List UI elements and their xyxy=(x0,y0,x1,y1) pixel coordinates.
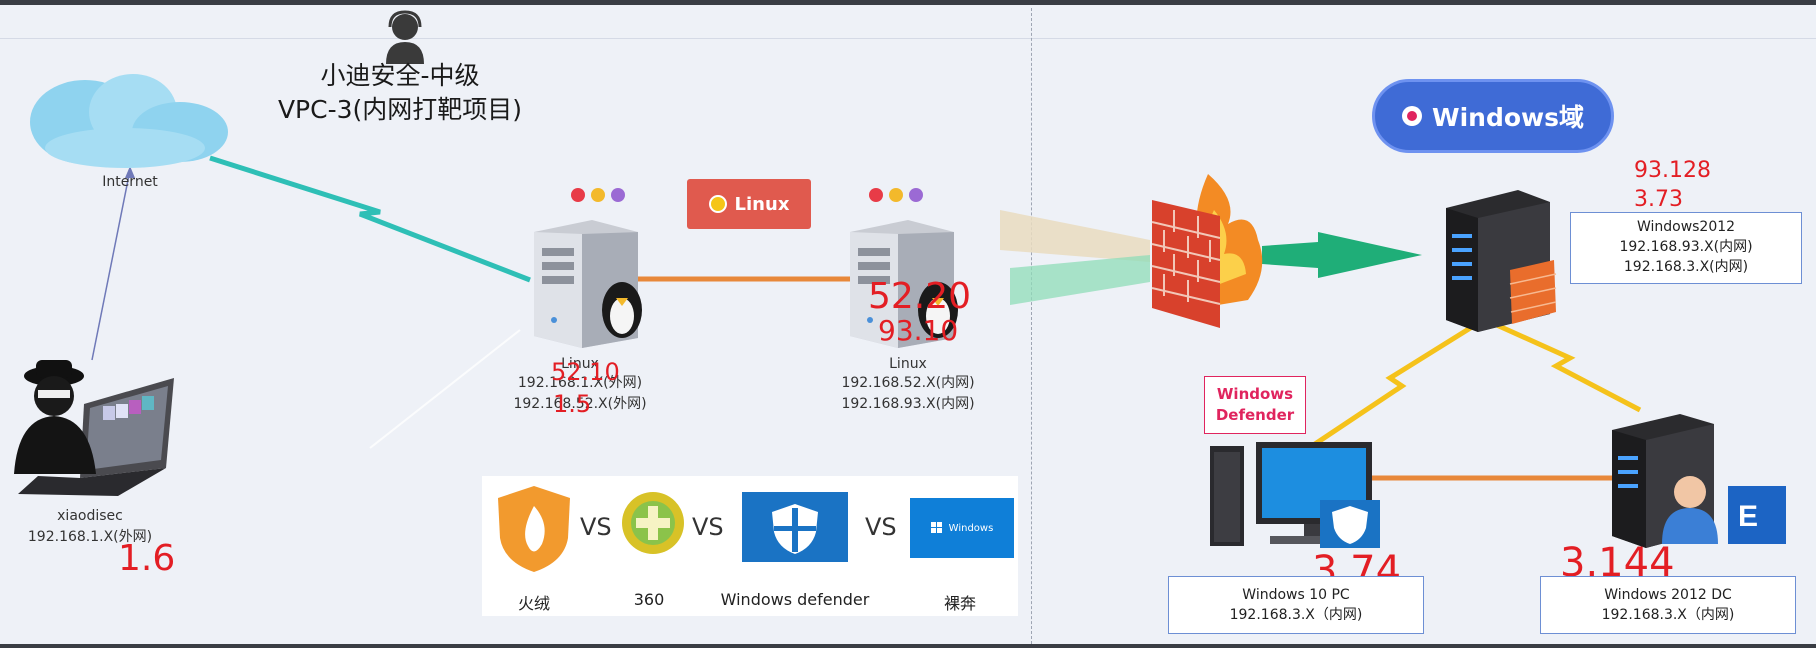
dc-info-box: Windows 2012 DC 192.168.3.X（内网) xyxy=(1540,576,1796,634)
defender-label-line1: Windows xyxy=(1216,385,1294,403)
av-label-huorong: 火绒 xyxy=(517,594,550,613)
attacker-link xyxy=(91,169,131,361)
av-label-defender: Windows defender xyxy=(720,590,870,609)
linux1-ip2: 192.168.52.X(外网) xyxy=(513,396,647,412)
dc-ip: 192.168.3.X（内网) xyxy=(1601,607,1735,623)
title-line2: VPC-3(内网打靶项目) xyxy=(277,95,523,124)
linux2-status-dots xyxy=(869,187,929,206)
linux-badge-label: Linux xyxy=(734,193,790,215)
header-rule xyxy=(0,38,1816,39)
domain-link-left xyxy=(1310,319,1482,449)
dc-server-icon: E xyxy=(1612,414,1786,548)
linux1-server-icon xyxy=(534,220,642,348)
win2012-ip2: 192.168.3.X(内网) xyxy=(1623,259,1749,275)
win2012-info-box: Windows2012 192.168.93.X(内网) 192.168.3.X… xyxy=(1570,212,1802,284)
linux-badge: Linux xyxy=(687,179,811,229)
attacker-link-arrow xyxy=(125,166,135,178)
win10-pc-icon xyxy=(1210,442,1380,548)
cloud-icon xyxy=(30,74,228,168)
av-label-360: 360 xyxy=(633,590,665,609)
internet-label: Internet xyxy=(102,174,158,190)
win2012-server-icon xyxy=(1446,190,1557,332)
linux1-status-dots xyxy=(571,187,631,206)
windows-logo-icon xyxy=(930,522,942,533)
faint-line xyxy=(369,329,521,449)
windows-defender-tile xyxy=(742,492,848,562)
firewall-icon xyxy=(1151,174,1263,328)
vs-label-3: VS xyxy=(865,513,897,541)
linux2-server-icon xyxy=(850,220,958,348)
linux2-marker2: 93.10 xyxy=(878,314,959,347)
win2012-ip1: 192.168.93.X(内网) xyxy=(1619,239,1753,255)
win10-info-box: Windows 10 PC 192.168.3.X（内网) xyxy=(1168,576,1424,634)
win2012-marker1: 93.128 xyxy=(1634,158,1711,183)
vs-label-1: VS xyxy=(580,513,612,541)
linux1-marker2: 1.5 xyxy=(553,390,592,418)
win2012-name: Windows2012 xyxy=(1636,219,1736,235)
linux2-ip2: 192.168.93.X(内网) xyxy=(841,396,975,412)
internet-link xyxy=(209,155,531,283)
dc-name: Windows 2012 DC xyxy=(1604,587,1732,603)
win2012-marker2: 3.73 xyxy=(1634,187,1683,212)
av-label-none: 裸奔 xyxy=(943,594,976,613)
windows-domain-badge-label: Windows域 xyxy=(1432,103,1584,132)
beam-tan xyxy=(1000,210,1150,262)
windows-tile-label: Windows xyxy=(948,522,994,534)
linux2-ip1: 192.168.52.X(内网) xyxy=(841,375,975,391)
linux2-label: Linux xyxy=(889,356,927,372)
360-icon xyxy=(622,492,684,554)
linux1-label: Linux xyxy=(561,356,599,372)
linux1-marker1: 52.10 xyxy=(551,358,620,386)
win10-ip: 192.168.3.X（内网) xyxy=(1229,607,1363,623)
huorong-icon xyxy=(498,486,570,572)
defender-shield-icon xyxy=(772,504,818,554)
windows-domain-badge-icon xyxy=(1402,106,1422,126)
attacker-name: xiaodisec xyxy=(57,508,123,524)
windows-domain-badge: Windows域 xyxy=(1372,79,1614,153)
section-divider xyxy=(1031,8,1032,644)
hacker-laptop-icon xyxy=(14,360,174,496)
green-arrow xyxy=(1262,232,1422,278)
linux1-ip1: 192.168.1.X(外网) xyxy=(517,375,643,391)
linux-badge-icon xyxy=(708,195,727,213)
svg-text:E: E xyxy=(1738,500,1758,533)
presenter-icon xyxy=(386,10,424,64)
win10-name: Windows 10 PC xyxy=(1242,587,1350,603)
windows-tile: Windows xyxy=(910,498,1014,558)
top-bar xyxy=(0,0,1816,5)
beam-green xyxy=(1010,255,1150,305)
attacker-marker: 1.6 xyxy=(118,538,176,579)
linux2-marker1: 52.20 xyxy=(868,276,972,317)
vs-label-2: VS xyxy=(692,513,724,541)
domain-link-right xyxy=(1488,319,1642,413)
title-line1: 小迪安全-中级 xyxy=(320,61,480,90)
bottom-bar xyxy=(0,644,1816,648)
defender-label-line2: Defender xyxy=(1215,406,1295,424)
attacker-ip: 192.168.1.X(外网) xyxy=(27,529,153,545)
